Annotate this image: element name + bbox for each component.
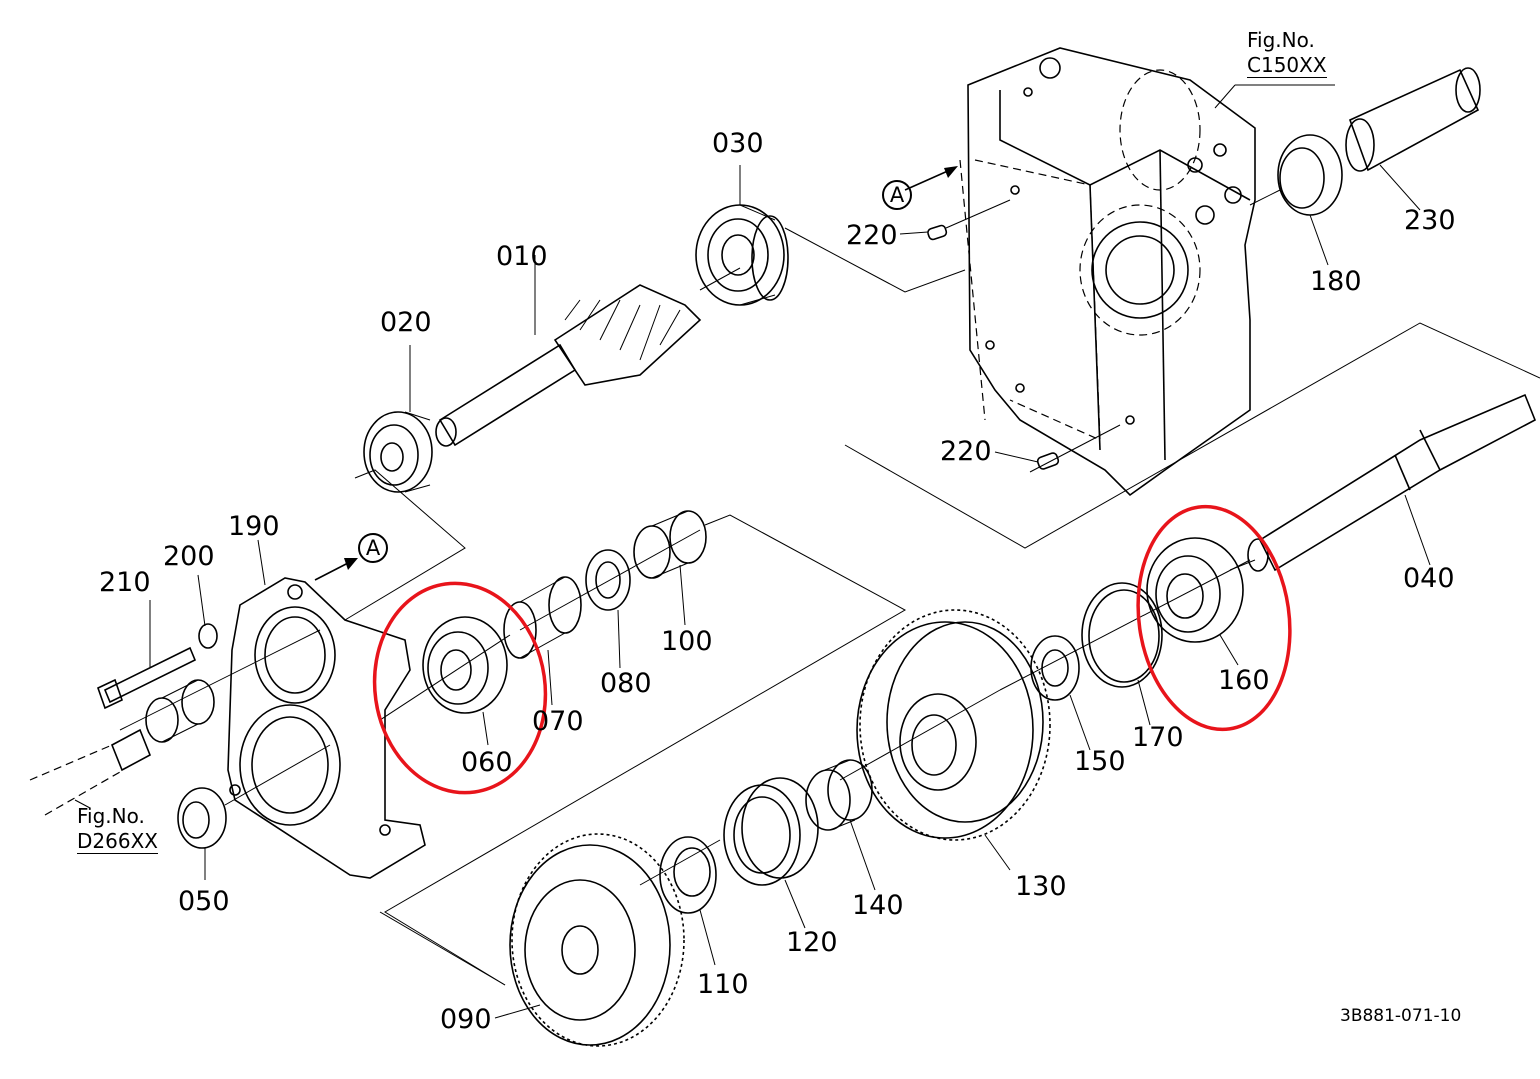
view-marker-a-top: A xyxy=(882,180,912,210)
bolt-200 xyxy=(97,600,197,710)
collar-140 xyxy=(805,759,876,891)
part-label-180: 180 xyxy=(1310,266,1362,297)
fig-ref-top-code: C150XX xyxy=(1247,53,1327,78)
part-label-080: 080 xyxy=(600,668,652,699)
hub-110 xyxy=(659,836,717,966)
part-label-210: 200 xyxy=(163,541,215,572)
transmission-housing xyxy=(959,47,1335,497)
shaft-040 xyxy=(1229,393,1537,572)
part-label-170: 170 xyxy=(1132,722,1184,753)
shaft-010 xyxy=(435,255,741,447)
clutch-120 xyxy=(723,777,819,929)
part-label-150: 150 xyxy=(1074,746,1126,777)
part-label-140: 140 xyxy=(852,890,904,921)
spacer-100 xyxy=(633,510,707,626)
washer-210 xyxy=(197,574,218,649)
cover-190 xyxy=(227,539,426,879)
view-marker-a-left: A xyxy=(358,533,388,563)
highlight-circle-160 xyxy=(1136,504,1292,732)
part-label-090: 090 xyxy=(440,1004,492,1035)
part-label-100: 100 xyxy=(661,626,713,657)
part-label-010: 010 xyxy=(496,241,548,272)
part-label-060: 060 xyxy=(461,747,513,778)
fig-ref-top: Fig.No. C150XX xyxy=(1247,28,1327,78)
view-arrow-left xyxy=(314,558,358,581)
part-label-120: 120 xyxy=(786,927,838,958)
gear-130 xyxy=(856,609,1051,871)
part-label-050: 050 xyxy=(178,886,230,917)
snap-ring-170 xyxy=(1081,582,1163,726)
part-label-020: 020 xyxy=(380,307,432,338)
bearing-060 xyxy=(422,616,508,746)
assembly-outlines xyxy=(344,227,1540,986)
part-label-200: 210 xyxy=(99,567,151,598)
gear-090 xyxy=(494,833,685,1047)
seal-050 xyxy=(177,787,227,880)
part-label-110: 110 xyxy=(697,969,749,1000)
document-code: 3B881-071-10 xyxy=(1340,1006,1462,1026)
input-shaft-stub xyxy=(29,728,152,816)
part-label-070: 070 xyxy=(532,706,584,737)
fig-ref-top-label: Fig.No. xyxy=(1247,28,1315,52)
part-label-160: 160 xyxy=(1218,665,1270,696)
highlight-circle-060 xyxy=(372,581,548,795)
part-label-220-bottom: 220 xyxy=(940,436,992,467)
fig-ref-left-code: D266XX xyxy=(77,829,158,854)
centerlines xyxy=(119,529,1251,886)
fig-ref-left-label: Fig.No. xyxy=(77,804,145,828)
pin-220-bottom xyxy=(994,424,1121,473)
part-label-030: 030 xyxy=(712,128,764,159)
washer-080 xyxy=(585,549,631,669)
bearing-160 xyxy=(1146,537,1244,666)
collar-070 xyxy=(503,576,582,706)
seal-180 xyxy=(1249,134,1343,266)
part-label-230: 230 xyxy=(1404,205,1456,236)
part-label-190: 190 xyxy=(228,511,280,542)
bearing-020 xyxy=(363,345,433,493)
pin-220-top xyxy=(899,199,1011,241)
part-label-130: 130 xyxy=(1015,871,1067,902)
part-label-040: 040 xyxy=(1403,563,1455,594)
sleeve-230 xyxy=(1345,67,1481,211)
part-label-220-top: 220 xyxy=(846,220,898,251)
needle-bearing xyxy=(145,679,215,743)
fig-ref-left: Fig.No. D266XX xyxy=(77,804,158,854)
bearing-030 xyxy=(695,165,789,306)
view-arrow-top xyxy=(904,166,958,191)
